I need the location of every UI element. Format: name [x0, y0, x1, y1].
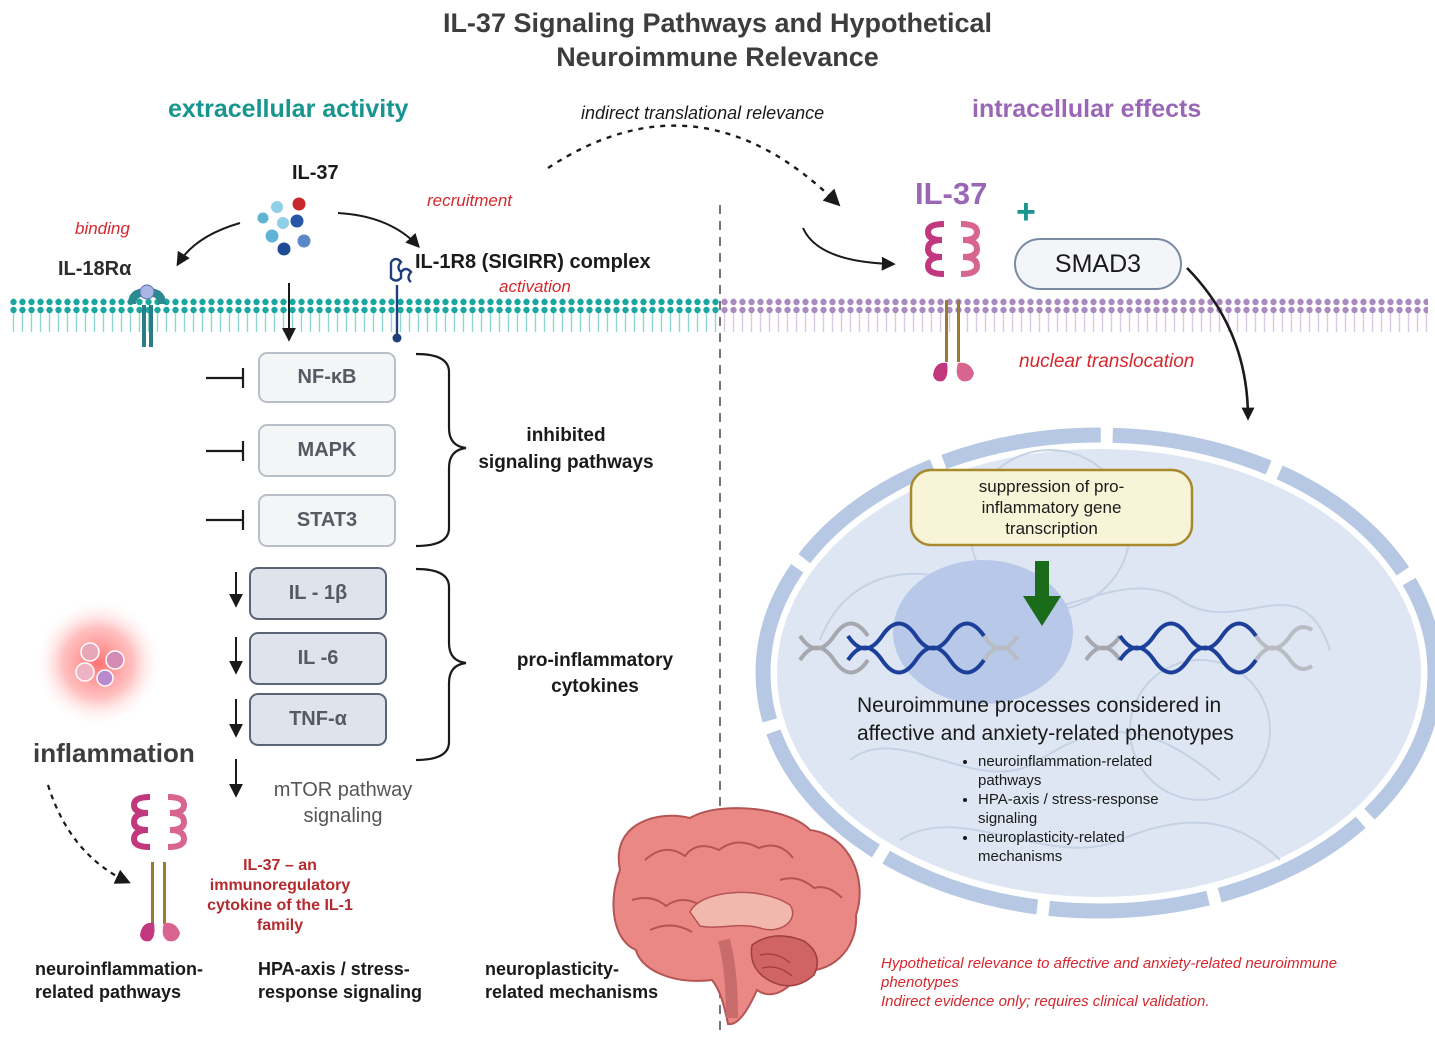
- mtor-label-line1: mTOR pathway: [273, 779, 413, 801]
- suppression-box: [909, 468, 1194, 547]
- pathway-box-stat3: STAT3: [258, 494, 396, 547]
- recruitment-arrow: [337, 212, 420, 249]
- bottom-col3-line1: neuroplasticity-: [485, 959, 620, 979]
- suppression-line1: suppression of pro-: [978, 477, 1125, 496]
- inflammation-arrow: [46, 784, 131, 884]
- pathway-bracket: [415, 352, 467, 548]
- page-title-line2: Neuroimmune Relevance: [556, 42, 879, 72]
- brain-illustration: [612, 807, 861, 1026]
- cytokine-box-il1b: IL - 1β: [249, 567, 387, 620]
- bottom-col3-line2: related mechanisms: [485, 982, 659, 1002]
- recruitment-label: recruitment: [427, 191, 513, 210]
- disclaimer-line2: phenotypes: [881, 974, 959, 991]
- cytokine-bracket: [415, 567, 467, 762]
- cytokine-bracket-label-line2: cytokines: [551, 676, 639, 697]
- inflammation-label: inflammation: [33, 738, 195, 768]
- dna-helix-left: [798, 621, 1020, 675]
- disclaimer-line1: Hypothetical relevance to affective and …: [881, 955, 1338, 972]
- pathway-bracket-label-line1: inhibited: [526, 425, 606, 446]
- extracellular-header: extracellular activity: [168, 95, 409, 123]
- bottom-col2-line2: response signaling: [258, 982, 423, 1002]
- disclaimer-line3: Indirect evidence only; requires clinica…: [881, 993, 1210, 1010]
- intracellular-header: intracellular effects: [972, 95, 1202, 123]
- inflammation-cells: [34, 599, 162, 727]
- il37-ligand-label: IL-37: [292, 162, 339, 184]
- nuclear-translocation-arrow: [1186, 267, 1255, 421]
- membrane-extracellular: [10, 298, 720, 332]
- sigirr-receptor: [389, 257, 413, 343]
- plus-sign: +: [1016, 193, 1036, 231]
- bottom-col1-line1: neuroinflammation-: [35, 959, 204, 979]
- page-title-line1: IL-37 Signaling Pathways and Hypothetica…: [442, 8, 993, 38]
- pathway-bracket-label-line2: signaling pathways: [478, 452, 654, 473]
- intracellular-entry-arrow: [802, 227, 896, 271]
- family-note-line4: family: [256, 917, 304, 934]
- green-down-arrow: [1023, 561, 1061, 626]
- sigirr-label: IL-1R8 (SIGIRR) complex: [415, 251, 651, 273]
- family-note-line2: immunoregulatory: [209, 877, 351, 894]
- il18ra-label: IL-18Rα: [58, 258, 132, 280]
- cytokine-box-il6: IL -6: [249, 632, 387, 685]
- nucleus-heading-line1: Neuroimmune processes considered in: [857, 694, 1222, 717]
- translational-arrow: [547, 124, 841, 207]
- smad3-label: SMAD3: [1054, 250, 1142, 278]
- membrane-intracellular: [720, 298, 1428, 332]
- suppression-line2: inflammatory gene: [981, 498, 1122, 517]
- activation-label: activation: [499, 277, 571, 296]
- smad3-box: [1014, 238, 1182, 290]
- translational-label: indirect translational relevance: [581, 103, 825, 123]
- il18ra-receptor: [128, 284, 166, 347]
- il37-molecule-cluster: [257, 197, 311, 256]
- bottom-col1-line2: related pathways: [35, 982, 182, 1002]
- il37-receptor-intracellular: [924, 221, 981, 382]
- suppression-line3: transcription: [1005, 519, 1098, 538]
- il37-intracellular-label: IL-37: [915, 176, 988, 211]
- inhibition-bars: [206, 368, 245, 530]
- binding-label: binding: [75, 219, 130, 238]
- binding-arrow: [176, 222, 241, 267]
- nucleus-heading-line2: affective and anxiety-related phenotypes: [857, 722, 1234, 745]
- nuclear-translocation-label: nuclear translocation: [1019, 351, 1195, 372]
- pathway-box-mapk: MAPK: [258, 424, 396, 477]
- bottom-col2-line1: HPA-axis / stress-: [258, 959, 410, 979]
- cytokine-box-tnfa: TNF-α: [249, 693, 387, 746]
- family-note-line3: cytokine of the IL-1: [207, 897, 353, 914]
- il37-receptor-bottom: [130, 794, 188, 942]
- cytokine-bracket-label-line1: pro-inflammatory: [516, 650, 674, 671]
- mtor-label-line2: signaling: [303, 805, 383, 827]
- family-note-line1: IL-37 – an: [243, 857, 317, 874]
- dna-helix-right: [1084, 621, 1314, 675]
- pathway-box-nfkb: NF-κB: [258, 352, 396, 403]
